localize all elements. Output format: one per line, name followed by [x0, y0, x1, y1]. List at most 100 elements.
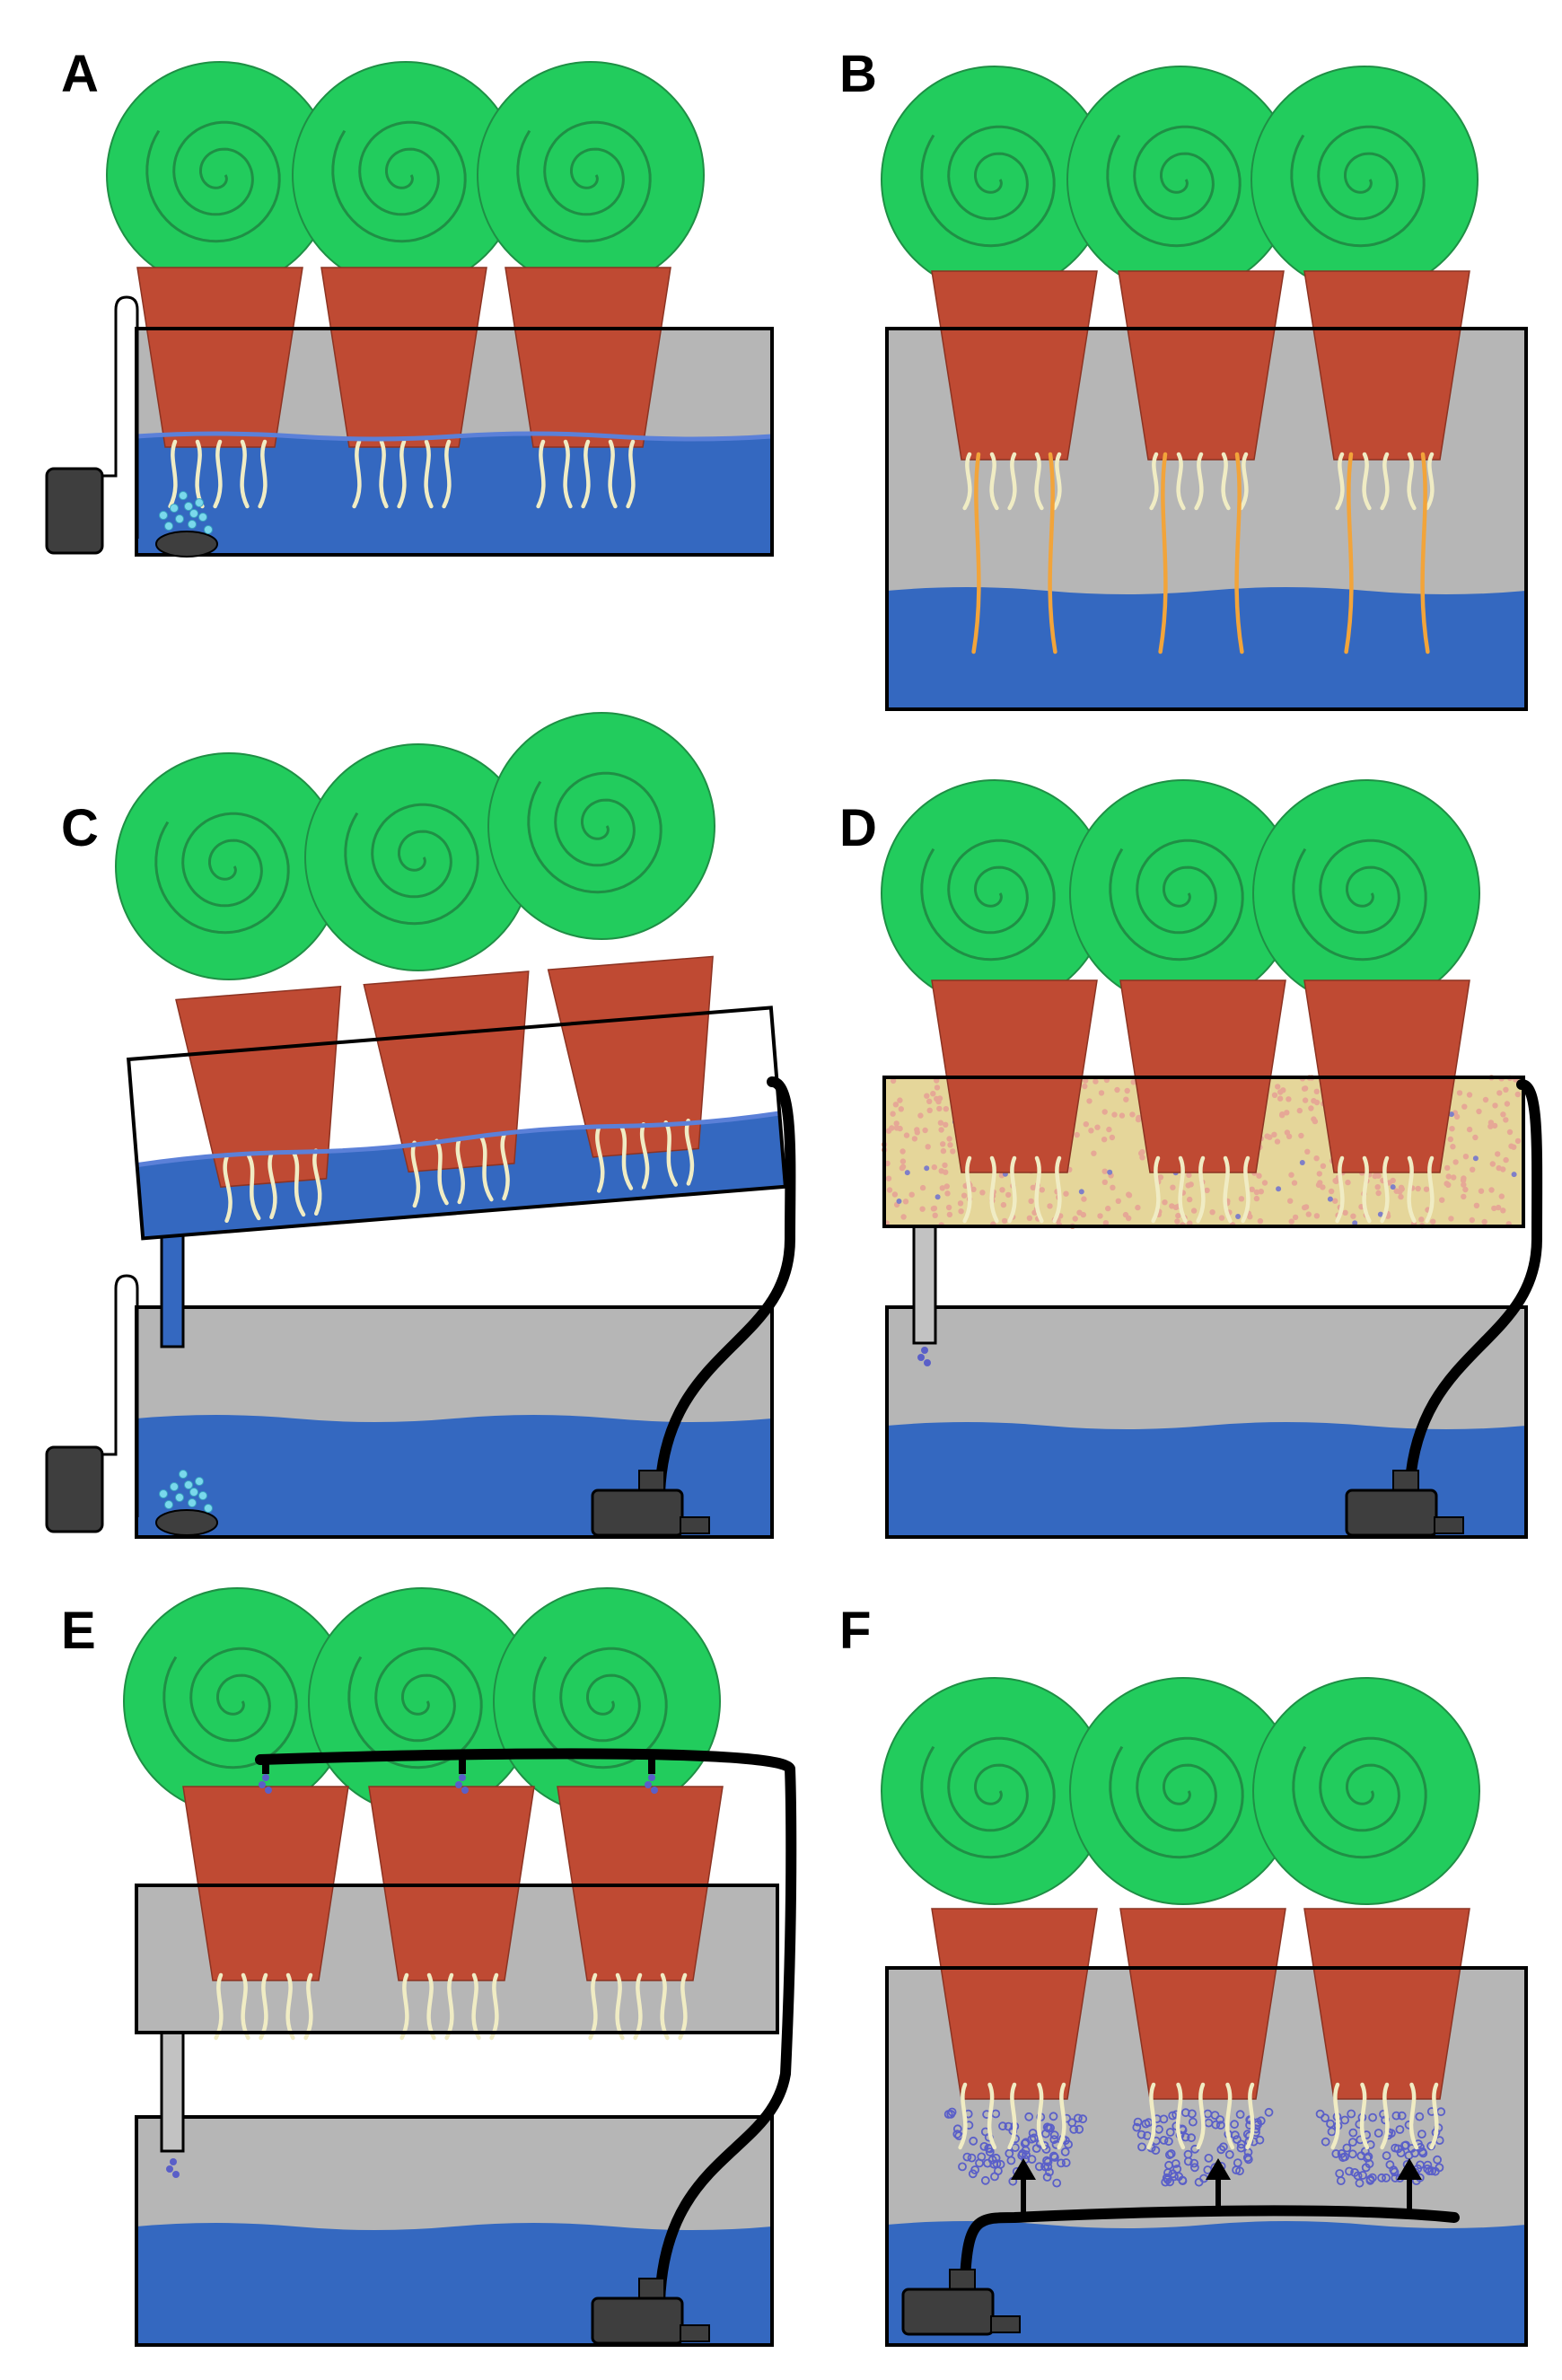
media-particle	[1101, 1137, 1108, 1143]
nutrient-solution	[887, 587, 1526, 709]
root	[1223, 1155, 1233, 1224]
water-pump-outlet	[949, 2269, 976, 2292]
water-pump-icon	[901, 2288, 995, 2336]
media-particle	[903, 1132, 910, 1138]
root	[1429, 2082, 1439, 2150]
mist-droplet	[1161, 2177, 1171, 2187]
root	[958, 2082, 968, 2150]
water-pump-icon	[591, 1489, 684, 1537]
media-particle	[899, 1158, 907, 1164]
media-particle	[1253, 1195, 1260, 1202]
root	[303, 1972, 313, 2041]
mist-droplet	[998, 2121, 1007, 2131]
media-particle	[926, 1098, 933, 1105]
root	[1344, 452, 1354, 654]
root	[479, 1135, 494, 1202]
mist-droplet	[1417, 2130, 1426, 2139]
root	[608, 439, 618, 509]
media-particle	[1345, 1179, 1351, 1186]
root	[442, 439, 452, 509]
media-particle	[979, 1190, 986, 1196]
media-particle	[893, 1125, 900, 1131]
media-particle	[911, 1136, 918, 1142]
media-particle	[1101, 1109, 1108, 1115]
water-drip	[265, 1787, 272, 1794]
root	[1362, 1155, 1372, 1224]
plant-spiral	[1292, 1736, 1427, 1859]
media-particle	[1298, 1132, 1304, 1139]
mist-droplet	[1435, 2163, 1444, 2173]
media-particle	[930, 1091, 936, 1097]
media-particle	[1162, 1199, 1168, 1206]
media-particle	[999, 1187, 1005, 1193]
media-particle	[1001, 1217, 1008, 1225]
mist-droplet	[1133, 2117, 1143, 2127]
mist-droplet	[1132, 2122, 1142, 2132]
media-particle	[1469, 1216, 1476, 1224]
root	[971, 452, 981, 654]
mist-droplet	[1389, 2165, 1399, 2175]
media-particle	[1111, 1111, 1118, 1118]
mist-droplet	[1211, 2120, 1221, 2130]
plant-spiral	[1106, 125, 1242, 248]
media-particle	[1284, 1110, 1290, 1116]
air-pump-icon	[45, 1445, 104, 1533]
media-particle	[914, 1127, 920, 1133]
mist-droplet	[952, 2130, 962, 2139]
reservoir-outline	[885, 1305, 1528, 1539]
root	[1057, 2082, 1066, 2150]
water-drip	[172, 2171, 180, 2178]
mist-droplet	[980, 2175, 990, 2185]
root	[1407, 452, 1417, 511]
air-pump-icon	[45, 467, 104, 555]
media-particle	[1500, 1111, 1506, 1118]
media-particle	[1377, 1211, 1383, 1217]
media-particle	[1449, 1126, 1455, 1132]
media-particle	[1039, 1187, 1046, 1193]
root	[424, 439, 434, 509]
media-particle	[1312, 1118, 1319, 1125]
mist-droplet	[1049, 2112, 1058, 2121]
mist-droplet	[1426, 2141, 1435, 2151]
media-particle	[900, 1214, 907, 1220]
air-bubble	[184, 1480, 193, 1489]
drain-pipe	[160, 2031, 185, 2153]
media-particle	[1122, 1211, 1129, 1218]
media-particle	[1114, 1086, 1120, 1093]
media-particle	[1503, 1156, 1509, 1164]
media-particle	[1115, 1198, 1122, 1205]
mist-droplet	[1171, 2159, 1180, 2168]
water-drip	[924, 1359, 931, 1366]
media-particle	[1496, 1090, 1503, 1096]
mist-droplet	[1355, 2178, 1365, 2188]
media-particle	[1078, 1189, 1084, 1195]
media-particle	[1498, 1193, 1505, 1199]
media-particle	[1264, 1133, 1270, 1139]
media-particle	[1316, 1171, 1323, 1177]
mist-droplet	[1165, 2128, 1175, 2137]
mist-droplet	[1057, 2158, 1066, 2168]
plant-spiral	[527, 771, 663, 894]
media-particle	[1315, 1181, 1322, 1189]
mist-droplet	[1042, 2173, 1052, 2182]
root	[1380, 1155, 1390, 1224]
mist-droplet	[1423, 2164, 1433, 2174]
root	[619, 1123, 634, 1190]
plant-foliage	[1252, 1677, 1480, 1905]
media-particle	[1186, 1172, 1192, 1179]
drain-pipe	[912, 1212, 937, 1345]
mist-droplet	[1137, 2142, 1146, 2152]
panel-label-a: A	[61, 45, 99, 103]
panel-c-ebb-and-flow	[45, 712, 796, 1539]
media-particle	[1271, 1092, 1278, 1099]
root	[259, 1972, 268, 2041]
root	[434, 1138, 449, 1206]
media-particle	[1258, 1189, 1265, 1195]
mist-droplet	[1034, 2162, 1044, 2172]
root	[639, 1121, 650, 1190]
media-particle	[1102, 1220, 1110, 1226]
media-particle	[1495, 1151, 1501, 1157]
root	[1359, 2082, 1370, 2150]
media-particle	[1305, 1211, 1312, 1217]
media-particle	[908, 1191, 915, 1198]
